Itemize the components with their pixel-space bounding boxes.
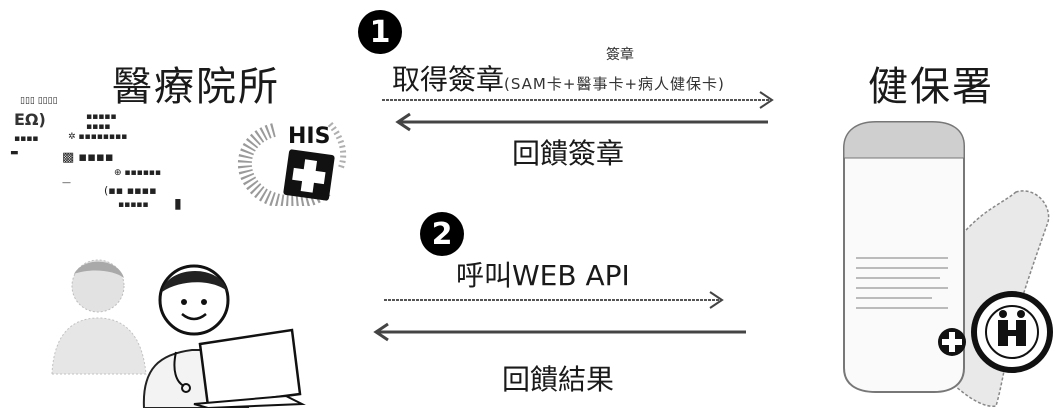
step-2-badge: 2	[420, 212, 464, 256]
hospital-logo: ▯▯▯ ▯▯▯▯	[20, 96, 58, 106]
step-1-note: 簽章	[606, 47, 634, 63]
step-1-request-detail: (SAM卡+醫事卡+病人健保卡)	[504, 75, 725, 93]
step-2-request-arrow	[384, 288, 730, 316]
nhi-logo-icon	[928, 290, 1058, 380]
doctor-with-laptop-icon	[136, 258, 306, 410]
step-2-response-arrow	[370, 320, 750, 348]
hospital-logo: ▮	[174, 196, 182, 212]
his-label: HIS	[288, 124, 331, 149]
hospital-logo: ▪▪▪▪▪	[118, 200, 149, 210]
hospital-logo: ✲ ▪▪▪▪▪▪▪▪	[68, 132, 128, 142]
hospital-logo: ⊕ ▪▪▪▪▪▪	[114, 168, 161, 178]
hospital-logo: ▬	[10, 148, 19, 158]
hospital-logo: ΕΩ)	[14, 110, 46, 129]
hospital-logos: ▯▯▯ ▯▯▯▯ ΕΩ) ▪▪▪▪▪▪▪▪▪ ▪▪▪▪ ✲ ▪▪▪▪▪▪▪▪ ▬…	[8, 92, 238, 232]
hospital-logo: —	[62, 178, 71, 188]
step-2-response-label: 回饋結果	[502, 363, 615, 396]
step-1-response-label: 回饋簽章	[512, 137, 625, 170]
step-1-request-main: 取得簽章	[392, 63, 505, 96]
nhi-server-device	[836, 118, 972, 396]
hospital-logo: (▪▪ ▪▪▪▪	[104, 184, 157, 197]
step-2-request-label: 呼叫WEB API	[456, 259, 630, 292]
patient-icon	[44, 252, 154, 382]
hospital-logo: ▩ ▪▪▪▪	[62, 150, 114, 165]
step-1-request-label: 取得簽章(SAM卡+醫事卡+病人健保卡)	[392, 58, 725, 98]
hospital-logo: ▪▪▪▪▪▪▪▪▪	[86, 112, 117, 132]
hospital-logo: ▪▪▪▪	[14, 134, 39, 144]
left-title: 醫療院所	[112, 64, 280, 110]
right-title: 健保署	[868, 64, 994, 110]
step-1-request-arrow	[382, 88, 782, 116]
step-1-response-arrow	[392, 110, 772, 138]
his-icon: HIS	[228, 110, 352, 210]
step-1-badge: 1	[358, 10, 402, 54]
